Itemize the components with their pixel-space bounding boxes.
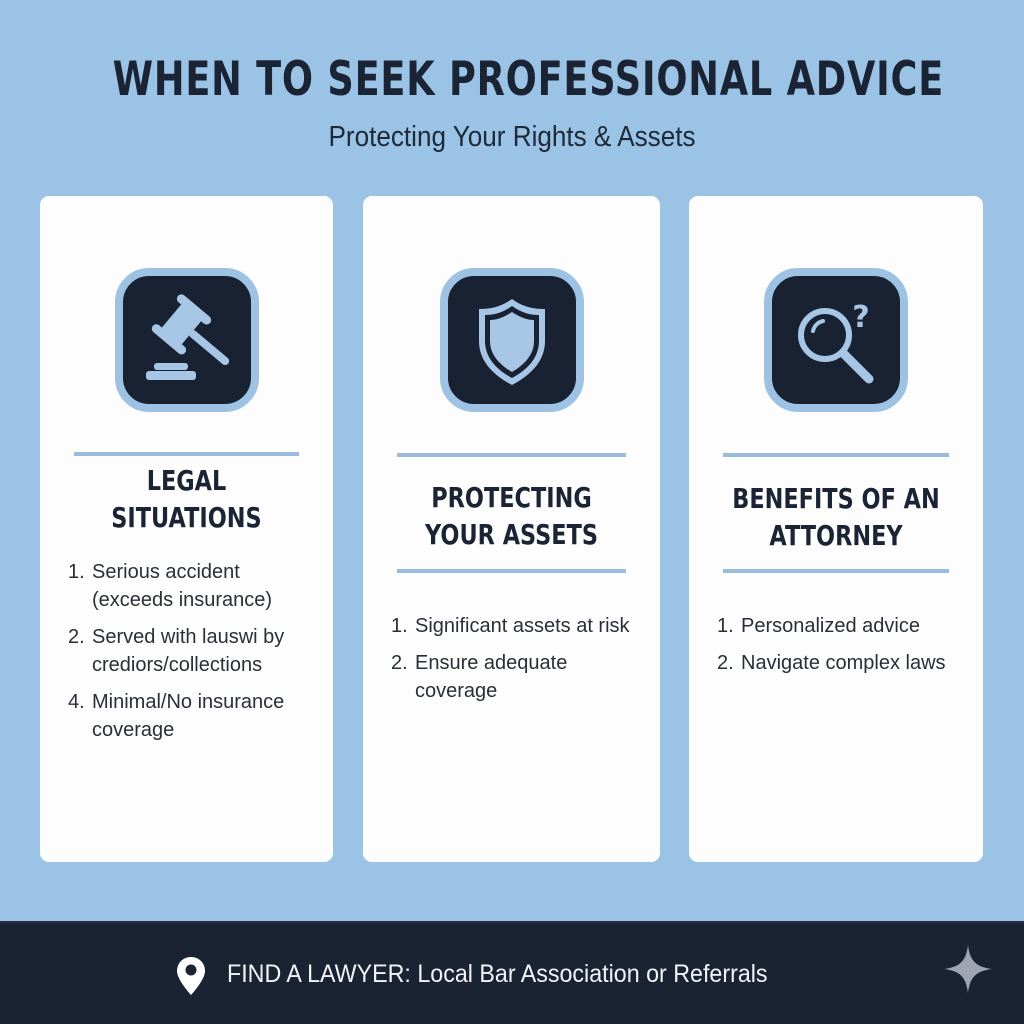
list-item: 2. Served with lauswi by crediors/collec…	[68, 626, 285, 676]
divider-top	[723, 453, 949, 457]
list-item: 2. Navigate complex laws	[717, 652, 946, 674]
footer-bar: FIND A LAWYER: Local Bar Association or …	[0, 921, 1024, 1024]
divider-bottom	[723, 569, 949, 573]
gavel-icon	[114, 268, 259, 412]
card-legal-situations: LEGAL SITUATIONS 1. Serious accident (ex…	[40, 196, 333, 862]
page-title: WHEN TO SEEK PROFESSIONAL ADVICE	[112, 52, 945, 107]
list-item: 1. Significant assets at risk	[391, 615, 630, 637]
card-title: LEGAL SITUATIONS	[111, 464, 262, 534]
list-item: 4. Minimal/No insurance coverage	[68, 691, 285, 741]
legal-situations-list: 1. Serious accident (exceeds insurance) …	[68, 558, 323, 753]
magnifier-question-icon: ?	[764, 268, 908, 412]
divider-top	[74, 452, 299, 456]
divider-top	[397, 453, 626, 457]
shield-icon	[439, 268, 584, 412]
card-protecting-assets: PROTECTING YOUR ASSETS 1. Significant as…	[363, 196, 660, 862]
card-benefits-attorney: ? BENEFITS OF AN ATTORNEY 1. Personalize…	[689, 196, 983, 862]
card-title: PROTECTING YOUR ASSETS	[424, 481, 598, 551]
protecting-assets-list: 1. Significant assets at risk 2. Ensure …	[391, 612, 650, 714]
map-pin-icon	[177, 957, 205, 995]
benefits-attorney-list: 1. Personalized advice 2. Navigate compl…	[717, 612, 973, 686]
divider-bottom	[397, 569, 626, 573]
find-lawyer-text: FIND A LAWYER: Local Bar Association or …	[227, 960, 768, 988]
card-title: BENEFITS OF AN ATTORNEY	[732, 482, 940, 552]
list-item: 2. Ensure adequate coverage	[391, 652, 568, 702]
page-subtitle: Protecting Your Rights & Assets	[328, 121, 696, 153]
list-item: 1. Serious accident (exceeds insurance)	[68, 561, 273, 611]
svg-text:?: ?	[852, 300, 869, 335]
list-item: 1. Personalized advice	[717, 615, 920, 637]
sparkle-icon	[944, 945, 992, 993]
